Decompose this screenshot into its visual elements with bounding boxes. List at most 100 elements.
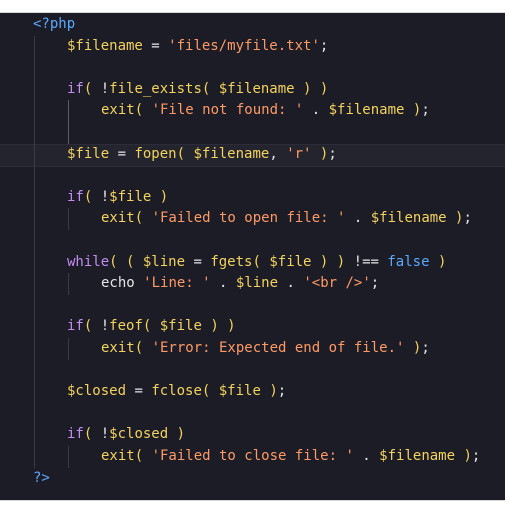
code-token: while — [67, 253, 110, 270]
code-token: 'files/myfile.txt' — [168, 37, 320, 54]
indent-guide — [68, 208, 69, 230]
code-line[interactable]: $closed = fclose( $file ); — [0, 381, 505, 402]
code-token: 'r' — [286, 145, 312, 162]
code-token: ( — [252, 253, 270, 270]
code-line[interactable]: $file = fopen( $filename, 'r' ); — [0, 144, 505, 165]
code-token: ( — [142, 318, 160, 335]
code-token: ( — [134, 340, 152, 356]
code-token: $file — [109, 188, 152, 205]
code-token: 'Line: ' — [143, 275, 211, 292]
code-token: ; — [463, 210, 472, 227]
code-token: ( — [134, 210, 152, 227]
code-token: ) — [311, 145, 329, 162]
code-line[interactable]: <?php — [0, 14, 505, 35]
code-line[interactable] — [0, 122, 505, 143]
code-token: . — [345, 210, 371, 227]
code-token: ( — [83, 188, 101, 205]
code-line[interactable]: if( !$file ) — [0, 187, 505, 208]
code-line-content: echo 'Line: ' . $line . '<br />'; — [101, 273, 379, 294]
code-line[interactable] — [0, 165, 505, 186]
code-line[interactable] — [0, 403, 505, 424]
code-token: ( — [201, 80, 219, 97]
indent-guide — [34, 35, 35, 468]
code-line-content: exit( 'Failed to close file: ' . $filena… — [101, 446, 480, 467]
code-line[interactable]: if( !feof( $file ) ) — [0, 316, 505, 337]
code-token: . — [278, 275, 304, 292]
code-line[interactable]: while( ( $line = fgets( $file ) ) !== fa… — [0, 252, 505, 273]
code-token: ( — [201, 383, 219, 400]
code-token: $line — [142, 253, 186, 270]
code-token: ( — [83, 318, 101, 335]
code-token: ) — [404, 340, 422, 356]
code-token: ) — [455, 448, 472, 464]
code-token: = — [109, 145, 135, 162]
code-line[interactable]: $filename = 'files/myfile.txt'; — [0, 36, 505, 57]
code-token: $file — [159, 318, 202, 335]
indent-guide — [68, 446, 69, 468]
code-line-content: $closed = fclose( $file ); — [67, 381, 286, 402]
code-token: $filename — [193, 145, 270, 162]
code-line[interactable]: exit( 'File not found: ' . $filename ); — [0, 100, 505, 121]
code-token: ; — [328, 145, 337, 162]
code-line[interactable] — [0, 295, 505, 316]
code-line[interactable] — [0, 360, 505, 381]
code-token: 'Error: Expected end of file.' — [151, 340, 405, 356]
code-token: $filename — [328, 102, 405, 119]
code-token: ! — [100, 426, 110, 443]
code-token: fclose — [151, 383, 202, 400]
code-token: if — [67, 426, 84, 443]
code-line[interactable] — [0, 230, 505, 251]
code-token: . — [353, 448, 380, 464]
code-line[interactable]: exit( 'Error: Expected end of file.' ); — [0, 338, 505, 359]
code-line-content: $file = fopen( $filename, 'r' ); — [67, 144, 337, 165]
code-token: $filename — [370, 210, 447, 227]
code-line[interactable]: if( !$closed ) — [0, 424, 505, 445]
code-token: fgets — [210, 253, 253, 270]
code-token: = — [185, 253, 211, 270]
code-token: !== — [345, 253, 388, 270]
code-token: $file — [269, 253, 312, 270]
code-line[interactable]: exit( 'Failed to open file: ' . $filenam… — [0, 208, 505, 229]
code-line[interactable]: if( !file_exists( $filename ) ) — [0, 79, 505, 100]
indent-guide — [68, 338, 69, 360]
code-token: = — [142, 37, 169, 54]
code-token: false — [387, 253, 430, 270]
line-number-gutter — [0, 13, 14, 500]
code-token: exit — [101, 102, 135, 119]
code-token: ( — [83, 80, 101, 97]
code-token: , — [269, 145, 287, 162]
code-editor[interactable]: <?php$filename = 'files/myfile.txt';if( … — [0, 12, 505, 501]
code-token: ; — [421, 102, 430, 119]
code-line[interactable]: ?> — [0, 468, 505, 489]
code-line-content: while( ( $line = fgets( $file ) ) !== fa… — [67, 252, 446, 273]
code-line-content: <?php — [33, 14, 75, 35]
code-token: exit — [101, 210, 135, 227]
code-token: file_exists — [109, 80, 202, 97]
code-line[interactable] — [0, 57, 505, 78]
code-token: $closed — [67, 383, 127, 400]
code-token: ) — [151, 188, 169, 205]
code-token: 'Failed to open file: ' — [151, 210, 346, 227]
code-token: ( — [83, 426, 101, 443]
code-line[interactable]: echo 'Line: ' . $line . '<br />'; — [0, 273, 505, 294]
code-token: $line — [235, 275, 279, 292]
code-token: $file — [67, 145, 110, 162]
code-token: ) — [168, 426, 186, 443]
code-token: ( — [134, 102, 152, 119]
code-token: ( ( — [109, 253, 143, 270]
code-line-content: exit( 'Failed to open file: ' . $filenam… — [101, 208, 472, 229]
code-line-content: if( !$file ) — [67, 187, 168, 208]
indent-guide — [68, 273, 69, 295]
code-token: $filename — [67, 37, 143, 54]
code-token: fopen — [134, 145, 177, 162]
current-line-highlight — [0, 143, 505, 167]
code-token: ?> — [33, 469, 50, 486]
code-token: ( — [176, 145, 194, 162]
code-token: ) ) — [294, 80, 329, 97]
code-token: ; — [319, 37, 329, 54]
code-token: ; — [471, 448, 481, 464]
code-token: exit — [101, 448, 135, 464]
code-line[interactable]: exit( 'Failed to close file: ' . $filena… — [0, 446, 505, 467]
code-token: feof — [109, 318, 143, 335]
indent-guide — [68, 100, 69, 144]
